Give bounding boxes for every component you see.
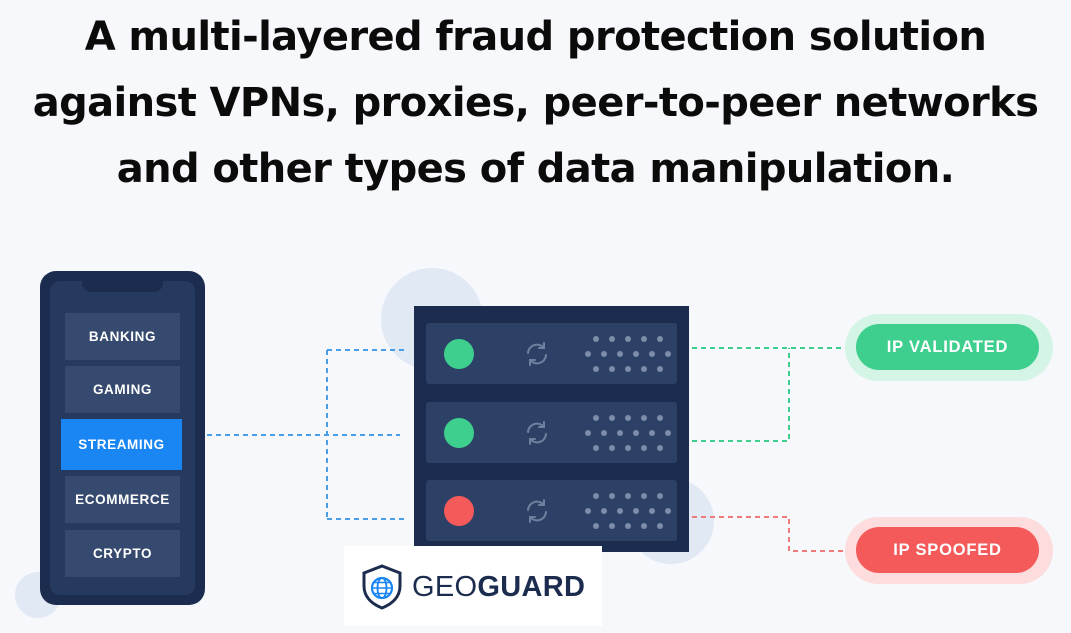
headline-line-3: and other types of data manipulation. xyxy=(116,146,955,192)
shield-globe-icon xyxy=(362,564,402,610)
ip-validated-badge: IP VALIDATED xyxy=(856,324,1039,370)
phone-notch xyxy=(82,281,163,292)
server-rack-3 xyxy=(426,480,677,541)
connector-blue xyxy=(207,349,404,520)
menu-item-ecommerce[interactable]: ECOMMERCE xyxy=(65,476,180,523)
phone-device: BANKING GAMING STREAMING ECOMMERCE CRYPT… xyxy=(40,271,205,605)
geoguard-logo: GEOGUARD xyxy=(344,546,602,626)
status-led-green xyxy=(444,418,474,448)
sync-icon xyxy=(527,499,547,523)
logo-wordmark: GEOGUARD xyxy=(412,570,585,604)
vent-grille-icon xyxy=(585,415,671,451)
status-led-green xyxy=(444,339,474,369)
connector-green xyxy=(692,347,850,442)
validated-halo: IP VALIDATED xyxy=(845,314,1053,381)
menu-item-crypto[interactable]: CRYPTO xyxy=(65,530,180,577)
status-led-red xyxy=(444,496,474,526)
vent-grille-icon xyxy=(585,493,671,529)
spoofed-halo: IP SPOOFED xyxy=(845,517,1053,584)
menu-item-banking[interactable]: BANKING xyxy=(65,313,180,360)
logo-wordmark-geo: GEO xyxy=(412,571,478,603)
ip-spoofed-badge: IP SPOOFED xyxy=(856,527,1039,573)
logo-wordmark-guard: GUARD xyxy=(477,571,586,603)
server-rack-2 xyxy=(426,402,677,463)
menu-item-streaming[interactable]: STREAMING xyxy=(61,419,182,470)
connector-red xyxy=(692,516,850,552)
headline-line-2: against VPNs, proxies, peer-to-peer netw… xyxy=(32,80,1039,126)
sync-icon xyxy=(527,342,547,366)
server-unit xyxy=(414,306,689,552)
vent-grille-icon xyxy=(585,336,671,372)
server-rack-1 xyxy=(426,323,677,384)
menu-item-gaming[interactable]: GAMING xyxy=(65,366,180,413)
headline-line-1: A multi-layered fraud protection solutio… xyxy=(84,14,987,60)
headline: A multi-layered fraud protection solutio… xyxy=(0,4,1071,202)
sync-icon xyxy=(527,421,547,445)
